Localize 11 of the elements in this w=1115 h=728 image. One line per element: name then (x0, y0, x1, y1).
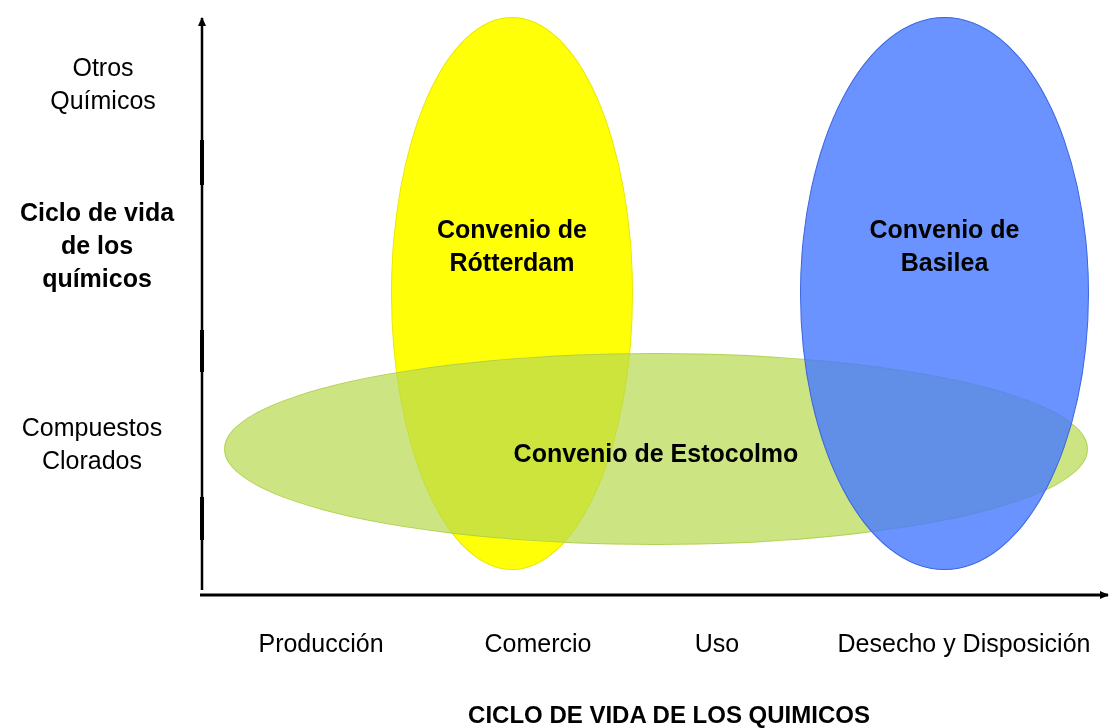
axis-category-label: Ciclo de vida de los químicos (18, 197, 176, 294)
axis-category-label: Otros Químicos (49, 52, 157, 116)
axis-stage-label: Desecho y Disposición (837, 628, 1091, 659)
axis-stage-label: Uso (694, 628, 740, 659)
convention-label: Convenio de Basilea (868, 214, 1021, 278)
axis-title: CICLO DE VIDA DE LOS QUIMICOS (468, 700, 870, 728)
axis-stage-label: Producción (258, 628, 384, 659)
convention-label: Convenio de Rótterdam (436, 214, 588, 278)
axis-stage-label: Comercio (484, 628, 592, 659)
axis-category-label: Compuestos Clorados (20, 412, 164, 476)
convention-label: Convenio de Estocolmo (512, 438, 800, 469)
